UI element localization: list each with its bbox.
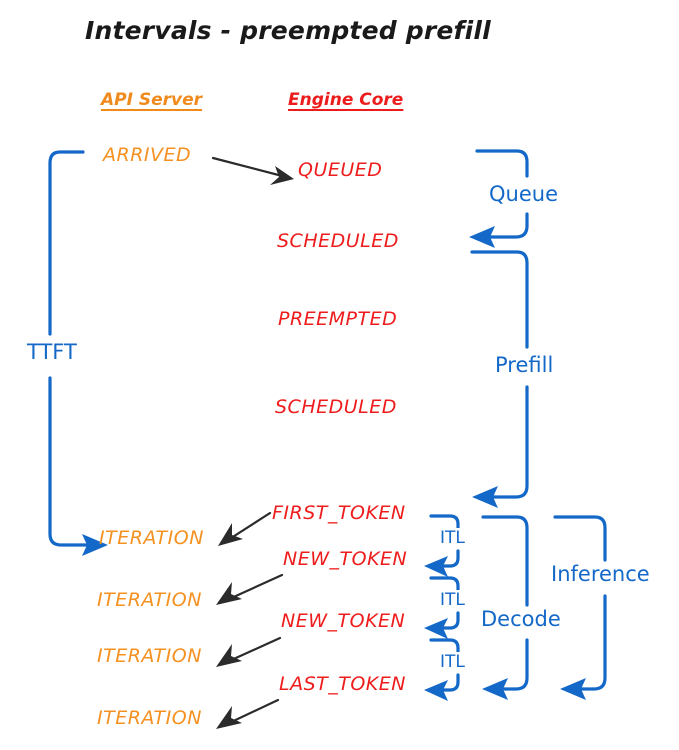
event-iteration-1: ITERATION (99, 527, 204, 549)
event-preempted: PREEMPTED (278, 308, 398, 330)
page-title: Intervals - preempted prefill (85, 16, 491, 45)
event-last-token: LAST_TOKEN (279, 673, 406, 695)
event-scheduled-1: SCHEDULED (277, 230, 399, 252)
column-header-api-server: API Server (101, 90, 203, 110)
interval-label-decode: Decode (478, 607, 564, 631)
arrow-new-token-1-to-iteration (216, 573, 284, 605)
bracket-prefill (470, 250, 529, 508)
event-iteration-2: ITERATION (97, 589, 202, 611)
event-scheduled-2: SCHEDULED (275, 396, 397, 418)
arrow-new-token-2-to-iteration (216, 636, 282, 667)
event-queued: QUEUED (298, 159, 383, 181)
arrow-last-token-to-iteration (216, 698, 280, 729)
event-iteration-4: ITERATION (97, 707, 202, 729)
interval-label-itl-2: ITL (437, 590, 468, 610)
event-arrived: ARRIVED (103, 144, 192, 166)
interval-label-itl-3: ITL (437, 652, 468, 672)
interval-label-queue: Queue (486, 182, 561, 206)
interval-label-inference: Inference (548, 562, 653, 586)
interval-label-itl-1: ITL (437, 528, 468, 548)
column-header-engine-core: Engine Core (288, 90, 404, 110)
event-new-token-1: NEW_TOKEN (283, 548, 408, 570)
interval-label-ttft: TTFT (24, 340, 80, 364)
event-iteration-3: ITERATION (97, 645, 202, 667)
event-first-token: FIRST_TOKEN (272, 502, 406, 524)
interval-label-prefill: Prefill (492, 353, 557, 377)
arrow-first-token-to-iteration (218, 511, 272, 546)
event-new-token-2: NEW_TOKEN (281, 610, 406, 632)
arrow-arrived-to-queued (211, 156, 294, 185)
